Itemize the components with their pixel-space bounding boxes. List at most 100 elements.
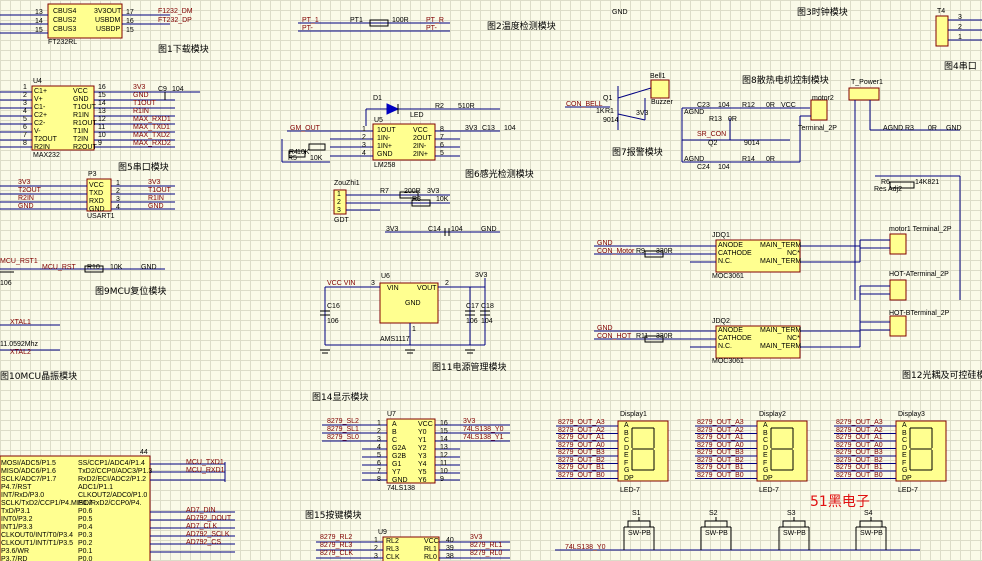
display-pin: B — [624, 429, 629, 437]
net-label: CON_HOT — [597, 333, 632, 340]
t4-body — [935, 15, 949, 47]
display-pin: D — [763, 444, 769, 452]
net-label: MCU_TXD1 — [186, 459, 224, 466]
ft232-body — [47, 3, 123, 39]
moc1-pin: NC* — [787, 250, 800, 257]
net-label: 8279_OUT_B1 — [836, 464, 883, 471]
u7-pin: GND — [392, 477, 408, 484]
net-label: 8279_RL2 — [320, 534, 353, 541]
section-title-serial: 图4串口 — [944, 62, 977, 72]
ams1117-body — [379, 282, 439, 324]
section-title-serial-module: 图5串口模块 — [118, 163, 169, 173]
net-label: PT_R — [426, 17, 444, 24]
hota-body — [889, 279, 907, 301]
max232-pin-num: 9 — [98, 140, 102, 147]
resistor-value: 1K — [596, 108, 605, 115]
usart1-body — [86, 178, 112, 212]
transistor-ref: Q1 — [603, 95, 613, 102]
bell-ref: Bell1 — [650, 73, 666, 80]
u7-pin-num: 1 — [377, 420, 381, 427]
moc1-pin: MAIN_TERM — [760, 242, 802, 249]
terminal-label: HOT-ATerminal_2P — [889, 271, 949, 278]
ft232-pin: CBUS2 — [53, 17, 77, 24]
resistor-ref: R4 — [289, 149, 298, 156]
ft232-pin-num: 17 — [126, 9, 134, 16]
push-button-icon — [855, 517, 887, 550]
u7-pin: Y3 — [418, 453, 427, 460]
mcu-pin: P0.6 — [78, 508, 93, 515]
u9-pin-num: 40 — [446, 537, 454, 544]
gnd-label: GND — [481, 226, 497, 233]
ft232-pin-num: 15 — [126, 27, 134, 34]
section-title-light-detect: 图6感光检测模块 — [465, 170, 534, 180]
u9-pin: RL2 — [386, 538, 399, 545]
gdt-pin: 3 — [337, 207, 341, 214]
cap-value: 104 — [718, 102, 730, 109]
switch-ref: S3 — [787, 510, 796, 517]
transistor-ref: Q2 — [708, 140, 718, 147]
u6-pin-num: 3 — [371, 280, 375, 287]
display-part: LED-7 — [759, 487, 779, 494]
max232-pin-num: 1 — [23, 84, 27, 91]
t4-pin: 1 — [958, 34, 962, 41]
cap-value: 104 — [172, 86, 184, 93]
u9-pin-num: 39 — [446, 545, 454, 552]
gnd-label: AGND — [684, 156, 705, 163]
net-label: R2IN — [18, 195, 34, 202]
t4-pin: 2 — [958, 24, 962, 31]
max232-ref: U4 — [33, 78, 42, 85]
max232-pin-num: 16 — [98, 84, 106, 91]
net-label: XTAL1 — [10, 319, 31, 326]
u6-ref: U6 — [381, 273, 390, 280]
mcu-pin: P0.2 — [78, 540, 93, 547]
lm258-pin: 2OUT — [413, 135, 432, 142]
lm258-pin: GND — [377, 151, 393, 158]
cap-ref: C13 — [482, 125, 495, 132]
u6-pin-num: 2 — [445, 280, 449, 287]
mcu-pin: P4.7/RST — [1, 484, 32, 491]
cap-value: 106 — [0, 280, 12, 287]
net-label: 8279_OUT_B2 — [836, 456, 883, 464]
max232-pin-num: 15 — [98, 92, 106, 99]
ft232-pin-num: 15 — [35, 27, 43, 34]
display-pin: A — [624, 422, 629, 429]
net-label: AGND — [883, 125, 904, 132]
mcu-pin: MOSI/ADC5/P1.5 — [1, 460, 56, 467]
net-label: 8279_RL3 — [320, 542, 353, 549]
voltage-label: 3V3 — [465, 125, 478, 132]
ft232-pin-num: 16 — [126, 18, 134, 25]
switch-ref: S1 — [632, 510, 641, 517]
switch-part: SW-PB — [628, 530, 651, 537]
net-label: GND — [597, 325, 613, 332]
u7-pin: Y4 — [418, 461, 427, 468]
net-label: 8279_OUT_A1 — [836, 434, 883, 441]
transistor-part: 9014 — [744, 140, 760, 147]
voltage-label: 3V3 — [636, 110, 649, 117]
max232-pin-num: 4 — [23, 108, 27, 115]
lm258-ref: U5 — [374, 117, 383, 124]
u6-part: AMS1117 — [380, 336, 410, 343]
mcu-pin: TxD/P3.1 — [1, 508, 31, 515]
gnd-label: AGND — [684, 109, 705, 116]
cap-value: 106 — [327, 318, 339, 325]
mcu-pin: P3.7/RD — [1, 556, 28, 561]
u9-body — [382, 536, 440, 561]
u7-pin: G2B — [392, 453, 407, 460]
u7-pin: Y7 — [392, 469, 401, 476]
cap-ref: C24 — [697, 164, 710, 171]
mcu-pin: SCLK/TxD2/CCP1/P4.MISO/RxD2/CCP0/P4. — [1, 500, 142, 507]
push-button-icon — [778, 517, 810, 550]
mcu-pin: MISO/ADC6/P1.6 — [1, 468, 56, 475]
mcu-pin: INT1/P3.3 — [1, 524, 33, 531]
net-label: 8279_OUT_A3 — [836, 419, 883, 426]
resistor-value: 10K — [297, 149, 310, 156]
buzzer-label: Buzzer — [651, 99, 673, 106]
u7-pin-num: 12 — [440, 452, 448, 459]
u7-pin: Y6 — [418, 477, 427, 484]
diode-ref: D1 — [373, 95, 382, 102]
resistor-ref: R9 — [636, 248, 645, 255]
resistor-value: 510R — [458, 103, 475, 110]
display-pin: F — [624, 459, 629, 467]
max232-pin-num: 7 — [23, 132, 27, 139]
